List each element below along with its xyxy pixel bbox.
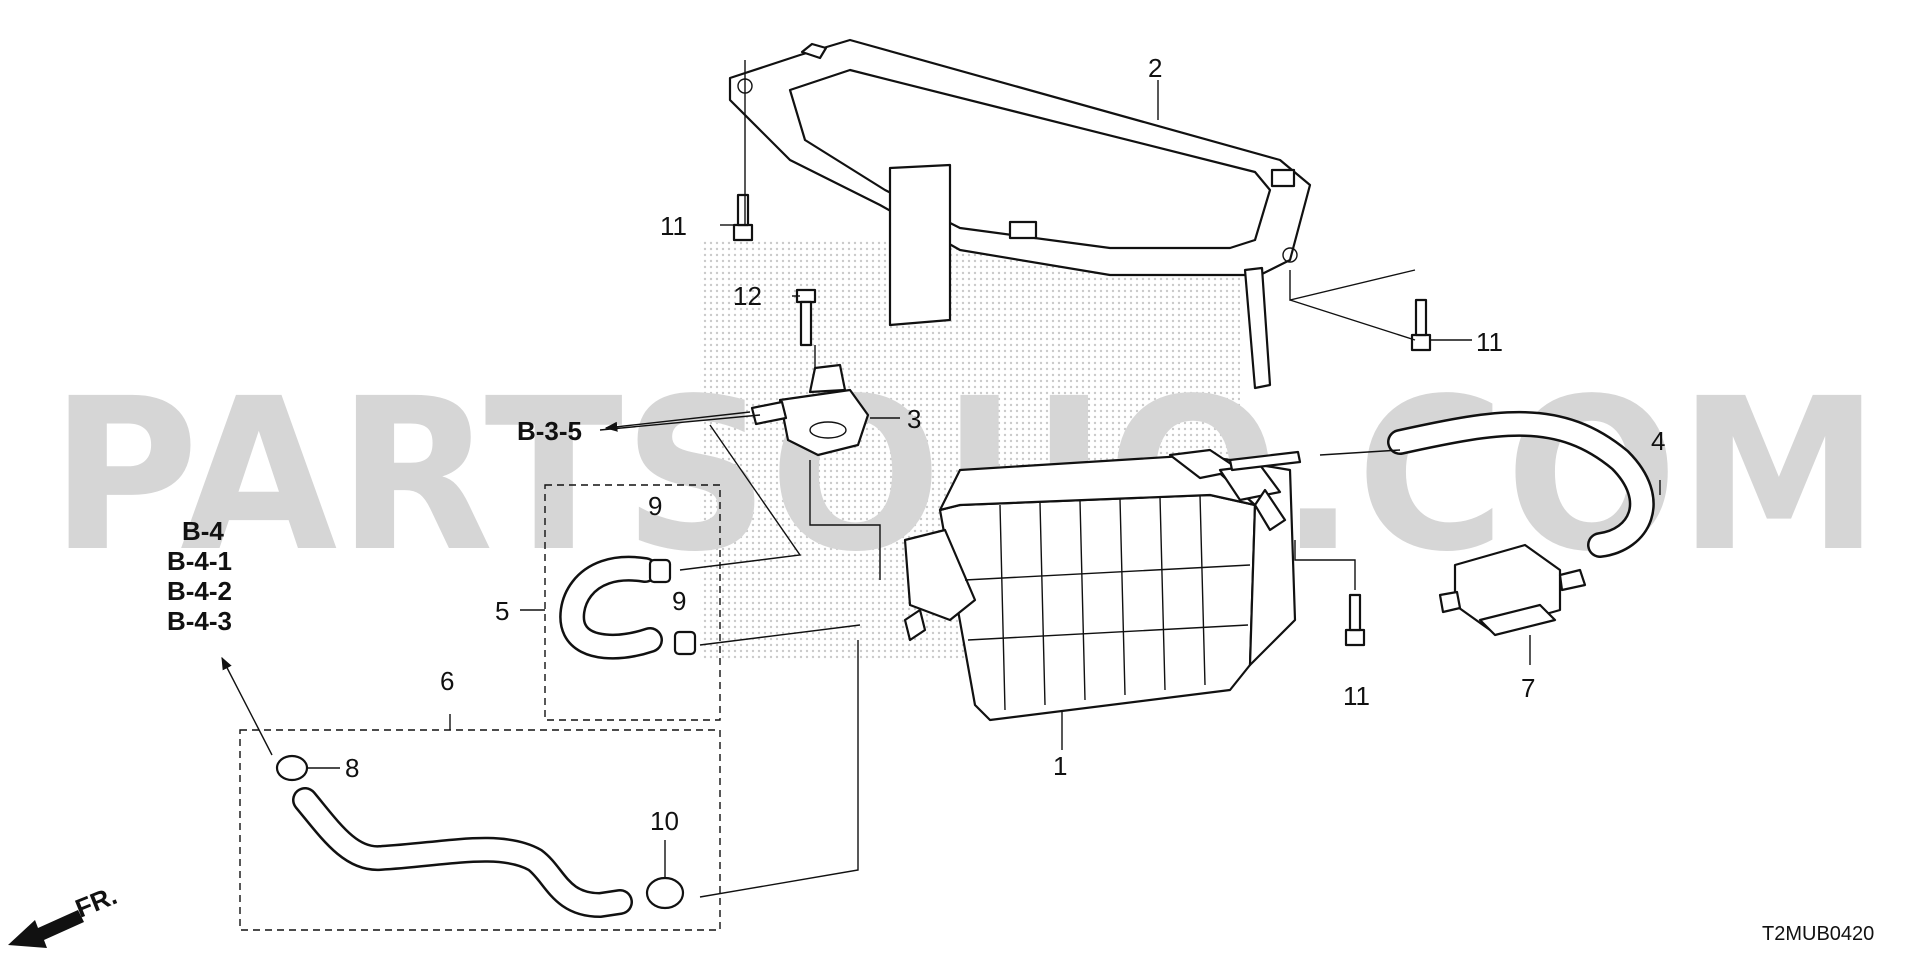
solenoid-valve[interactable] [750,363,870,457]
valve-7[interactable] [1438,543,1587,637]
callout-5: 5 [495,596,509,626]
clip-9-lower[interactable] [673,630,697,656]
callout-2: 2 [1148,53,1162,83]
leader-lines [221,60,1661,898]
ref-b-4-2[interactable]: B-4-2 [167,576,232,606]
callout-4: 4 [1651,426,1665,456]
callout-11-right: 11 [1476,327,1503,357]
callout-6: 6 [440,666,454,696]
callout-11-lower: 11 [1343,681,1370,711]
callout-10: 10 [650,806,679,836]
clip-9-upper[interactable] [648,558,672,584]
front-arrow-icon [8,910,84,948]
bolt-11-lower[interactable] [1344,593,1366,647]
clamp-10[interactable] [645,876,685,910]
callout-3: 3 [907,404,921,434]
bolt-11-right[interactable] [1410,298,1432,352]
callout-7: 7 [1521,673,1535,703]
bracket-frame[interactable] [728,38,1312,390]
callout-9-lower: 9 [672,586,686,616]
ref-b-4[interactable]: B-4 [182,516,224,546]
front-direction-indicator: FR. [8,880,121,948]
diagram-code: T2MUB0420 [1762,923,1874,945]
clip-8[interactable] [275,754,309,782]
bolt-12[interactable] [795,288,817,347]
callout-9-upper: 9 [648,491,662,521]
callout-1: 1 [1053,751,1067,781]
group-box-6 [239,729,721,931]
canister[interactable] [903,448,1302,722]
bolt-11-top[interactable] [732,193,754,242]
ref-arrow-b35 [604,411,751,432]
hose-4[interactable] [1387,411,1655,558]
ref-b-4-3[interactable]: B-4-3 [167,606,232,636]
ref-b-4-1[interactable]: B-4-1 [167,546,232,576]
callout-12: 12 [733,281,762,311]
hose-5[interactable] [559,555,663,660]
callout-11-left: 11 [660,211,687,241]
callout-8: 8 [345,753,359,783]
group-box-5 [544,484,721,721]
ref-b-3-5[interactable]: B-3-5 [517,416,582,446]
hose-6[interactable] [292,787,633,918]
